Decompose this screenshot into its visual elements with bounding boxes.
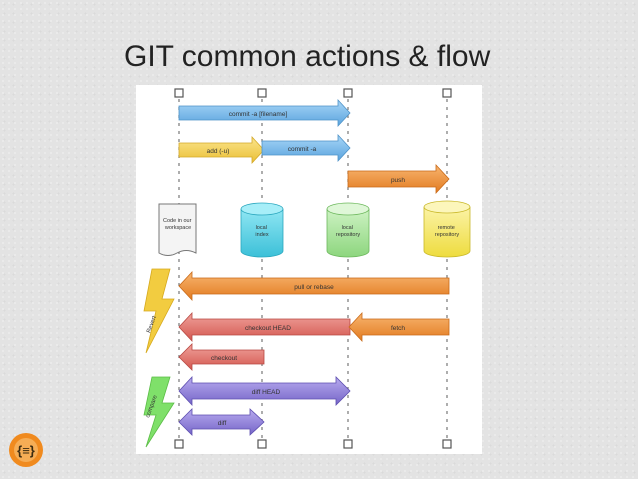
arrow-label-fetch: fetch xyxy=(391,325,405,332)
arrow-label-diff: diff xyxy=(218,420,227,427)
node-remote-repository-label: remote repository xyxy=(435,225,459,238)
arrow-add-u: add (-u) xyxy=(178,135,265,165)
node-local-repository-label: local repository xyxy=(336,225,360,238)
arrow-checkout: checkout xyxy=(178,343,265,371)
lifeline-top-marker xyxy=(442,88,452,98)
compare-bolt-icon: compare xyxy=(143,376,175,448)
lifeline-top-marker xyxy=(174,88,184,98)
arrow-label-commit-a: commit -a xyxy=(288,146,317,153)
node-local-index: local index xyxy=(240,202,284,258)
revert-bolt-icon: Revert xyxy=(143,268,175,354)
svg-text:{≡}: {≡} xyxy=(17,443,35,458)
arrow-checkout-head: checkout HEAD xyxy=(178,311,351,343)
node-workspace: Code in our workspace xyxy=(158,203,197,256)
arrow-fetch: fetch xyxy=(348,311,450,343)
arrow-label-push: push xyxy=(391,177,405,184)
arrow-label-commit-a-filename: commit -a [filename] xyxy=(229,111,288,118)
lifeline-top-marker xyxy=(257,88,267,98)
arrow-label-add-u: add (-u) xyxy=(207,148,230,155)
arrow-diff-head: diff HEAD xyxy=(178,375,351,407)
lifeline-bottom-marker xyxy=(343,439,353,449)
slideshare-logo-icon: {≡} xyxy=(8,432,44,468)
lifeline-bottom-marker xyxy=(257,439,267,449)
node-remote-repository: remote repository xyxy=(423,200,471,258)
lifeline-bottom-marker xyxy=(442,439,452,449)
node-local-index-label: local index xyxy=(255,225,268,238)
arrow-commit-a: commit -a xyxy=(261,133,351,163)
revert-group-label: Revert xyxy=(146,315,158,334)
arrow-push: push xyxy=(347,163,450,195)
node-workspace-label: Code in our workspace xyxy=(163,218,193,231)
arrow-label-diff-head: diff HEAD xyxy=(252,389,281,396)
arrow-pull-or-rebase: pull or rebase xyxy=(178,270,450,302)
arrow-label-pull-or-rebase: pull or rebase xyxy=(294,284,334,291)
arrow-label-checkout-head: checkout HEAD xyxy=(245,325,291,332)
lifeline-markers xyxy=(174,88,452,449)
lifeline-bottom-marker xyxy=(174,439,184,449)
git-flow-diagram: commit -a [filename] add (-u) commit -a … xyxy=(136,85,482,454)
lifeline-top-marker xyxy=(343,88,353,98)
slide-title: GIT common actions & flow xyxy=(124,40,491,73)
arrow-label-checkout: checkout xyxy=(211,355,237,362)
arrow-commit-a-filename: commit -a [filename] xyxy=(178,98,351,128)
node-local-repository: local repository xyxy=(326,202,370,258)
arrow-diff: diff xyxy=(178,408,265,436)
